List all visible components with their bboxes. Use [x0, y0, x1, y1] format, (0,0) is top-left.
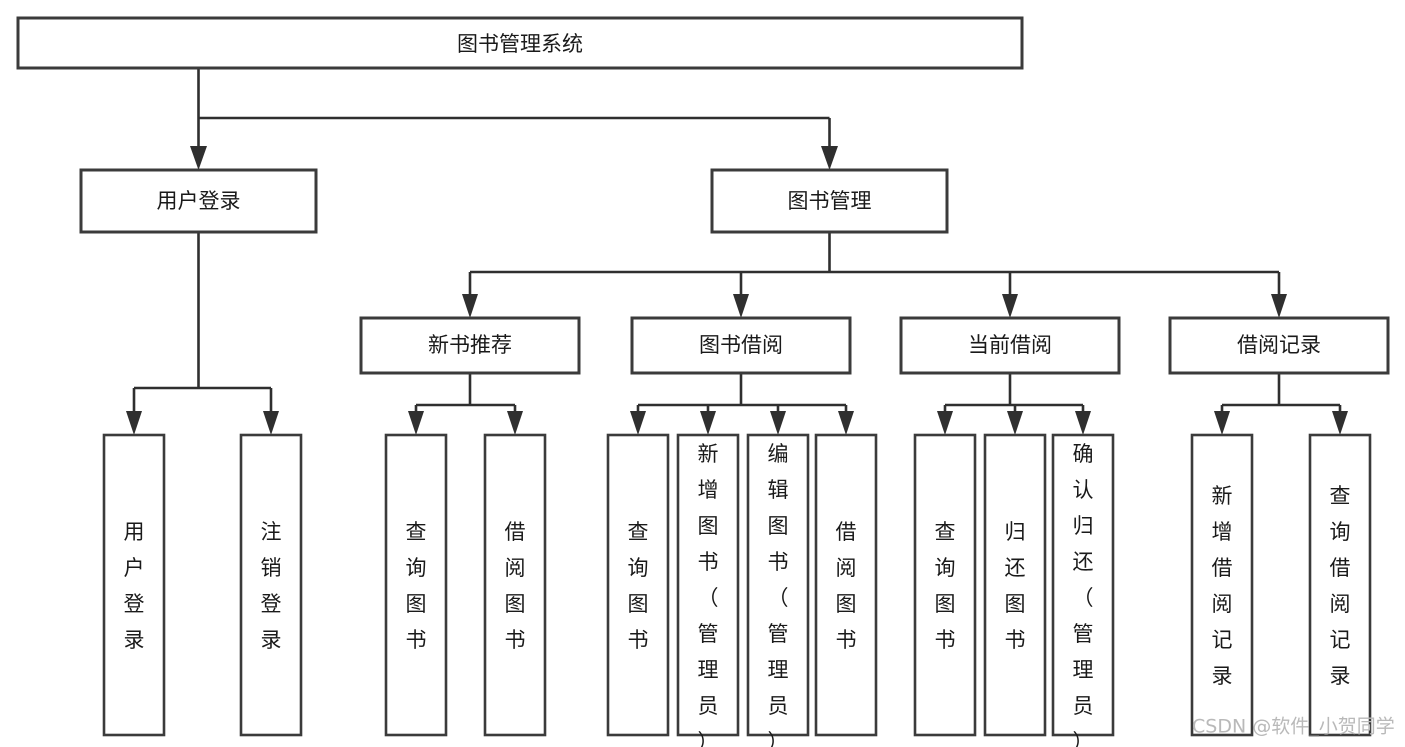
node-book-manage-label: 图书管理 — [788, 189, 872, 213]
node-book-borrow[interactable]: 图书借阅 — [630, 316, 852, 375]
leaf-nodes-layer: 用户登录 注销登录 查询图书 借阅图书 查询图书 新增图书（管理员） 编辑图书（管理员） 借阅… — [102, 433, 1372, 747]
leaf-borrow-book-1-box[interactable] — [483, 433, 547, 737]
arrow-borrow-record — [1271, 294, 1287, 318]
arrow-leaf-borrow-book-1 — [507, 411, 523, 435]
leaf-borrow-book-2-box[interactable] — [814, 433, 878, 737]
arrow-leaf-query-book-1 — [408, 411, 424, 435]
leaf-edit-book-box[interactable] — [746, 433, 810, 737]
leaf-query-book-2-label: 查询图书 — [628, 520, 649, 652]
node-current-borrow-label: 当前借阅 — [968, 333, 1052, 357]
leaf-node[interactable]: 借阅图书 — [814, 433, 878, 737]
node-current-borrow-box[interactable] — [899, 316, 1121, 375]
arrow-leaf-add-book — [700, 411, 716, 435]
arrow-new-book-rec — [462, 294, 478, 318]
leaf-add-book-label: 新增图书（管理员） — [698, 442, 719, 747]
node-new-book-rec[interactable]: 新书推荐 — [359, 316, 581, 375]
leaf-query-book-3-label: 查询图书 — [935, 520, 956, 652]
arrow-leaf-query-book-2 — [630, 411, 646, 435]
connectors-layer — [126, 68, 1348, 435]
node-new-book-rec-label: 新书推荐 — [428, 333, 512, 357]
leaf-node[interactable]: 新增图书（管理员） — [676, 433, 740, 747]
leaf-query-book-1-label: 查询图书 — [406, 520, 427, 652]
leaf-query-record-label: 查询借阅记录 — [1330, 484, 1351, 688]
leaf-add-record-box[interactable] — [1190, 433, 1254, 737]
leaf-user-logout-box[interactable] — [239, 433, 303, 737]
leaf-query-book-2-box[interactable] — [606, 433, 670, 737]
leaf-borrow-book-2-label: 借阅图书 — [836, 520, 857, 652]
leaf-node[interactable]: 用户登录 — [102, 433, 166, 737]
node-borrow-record-box[interactable] — [1168, 316, 1390, 375]
arrow-user-login — [190, 146, 207, 170]
node-user-login-label: 用户登录 — [157, 189, 241, 213]
node-root-box[interactable] — [16, 16, 1024, 70]
node-borrow-record-label: 借阅记录 — [1237, 333, 1321, 357]
leaf-node[interactable]: 归还图书 — [983, 433, 1047, 737]
arrow-leaf-borrow-book-2 — [838, 411, 854, 435]
arrow-leaf-edit-book — [770, 411, 786, 435]
arrow-leaf-query-book-3 — [937, 411, 953, 435]
leaf-user-login-label: 用户登录 — [124, 520, 145, 652]
leaf-node[interactable]: 查询借阅记录 — [1308, 433, 1372, 737]
leaf-add-book-box[interactable] — [676, 433, 740, 737]
leaf-confirm-return-label: 确认归还（管理员） — [1073, 442, 1094, 747]
leaf-query-book-3-box[interactable] — [913, 433, 977, 737]
csdn-watermark: CSDN @软件_小贺同学 — [1192, 716, 1395, 738]
arrow-current-borrow — [1002, 294, 1018, 318]
arrow-book-borrow — [733, 294, 749, 318]
node-user-login-box[interactable] — [79, 168, 318, 234]
arrow-leaf-confirm-return — [1075, 411, 1091, 435]
node-book-borrow-label: 图书借阅 — [699, 333, 783, 357]
node-new-book-rec-box[interactable] — [359, 316, 581, 375]
node-user-login[interactable]: 用户登录 — [79, 168, 318, 234]
node-book-manage[interactable]: 图书管理 — [710, 168, 949, 234]
arrow-leaf-user-login — [126, 411, 142, 435]
leaf-node[interactable]: 查询图书 — [913, 433, 977, 737]
leaf-user-logout-label: 注销登录 — [261, 520, 282, 652]
leaf-edit-book-label: 编辑图书（管理员） — [768, 442, 789, 747]
leaf-query-book-1-box[interactable] — [384, 433, 448, 737]
node-borrow-record[interactable]: 借阅记录 — [1168, 316, 1390, 375]
leaf-return-book-box[interactable] — [983, 433, 1047, 737]
leaf-node[interactable]: 注销登录 — [239, 433, 303, 737]
leaf-node[interactable]: 确认归还（管理员） — [1051, 433, 1115, 747]
leaf-confirm-return-box[interactable] — [1051, 433, 1115, 737]
arrow-leaf-return-book — [1007, 411, 1023, 435]
leaf-node[interactable]: 查询图书 — [606, 433, 670, 737]
leaf-borrow-book-1-label: 借阅图书 — [505, 520, 526, 652]
leaf-return-book-label: 归还图书 — [1005, 520, 1026, 652]
leaf-user-login-box[interactable] — [102, 433, 166, 737]
arrow-book-manage — [821, 146, 838, 170]
arrow-leaf-user-logout — [263, 411, 279, 435]
leaf-add-record-label: 新增借阅记录 — [1212, 484, 1233, 688]
node-book-manage-box[interactable] — [710, 168, 949, 234]
leaf-node[interactable]: 借阅图书 — [483, 433, 547, 737]
arrow-leaf-add-record — [1214, 411, 1230, 435]
leaf-node[interactable]: 新增借阅记录 — [1190, 433, 1254, 737]
leaf-query-record-box[interactable] — [1308, 433, 1372, 737]
leaf-node[interactable]: 编辑图书（管理员） — [746, 433, 810, 747]
arrow-leaf-query-record — [1332, 411, 1348, 435]
node-root-label: 图书管理系统 — [457, 32, 583, 56]
node-current-borrow[interactable]: 当前借阅 — [899, 316, 1121, 375]
node-book-borrow-box[interactable] — [630, 316, 852, 375]
leaf-node[interactable]: 查询图书 — [384, 433, 448, 737]
node-root[interactable]: 图书管理系统 — [16, 16, 1024, 70]
